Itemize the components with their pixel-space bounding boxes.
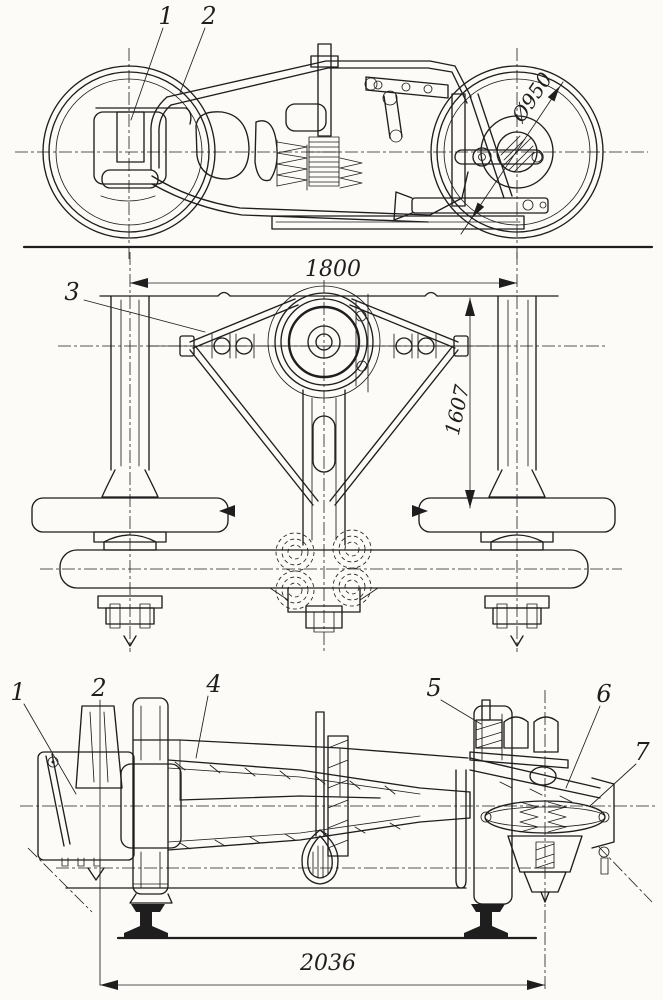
- callout-3-plan: 3: [64, 278, 79, 306]
- right-axlebox-plan: [484, 595, 550, 647]
- section-arrow-right: [412, 505, 428, 517]
- right-wheel-plan: [418, 469, 616, 551]
- callout-2-side: 2: [200, 2, 216, 30]
- spring-group: [276, 136, 363, 191]
- section-view: 1 2 4 5 6 7 2036: [10, 670, 655, 992]
- callout-2-leader: [179, 27, 206, 94]
- callout-4-section: 4: [205, 670, 221, 698]
- center-pivot: [267, 285, 381, 399]
- axlebox-section: [37, 705, 135, 881]
- side-elevation-view: Ø950: [15, 2, 654, 262]
- coil-spring: [276, 141, 308, 187]
- side-view-callouts: 1 2: [130, 2, 217, 121]
- kingpin-post: [310, 43, 339, 137]
- brake-rigging: [271, 76, 549, 230]
- spring-suspension-section: [469, 699, 615, 903]
- frame-top-edge: [99, 291, 559, 297]
- left-wheel-plan: [31, 469, 229, 551]
- frame-opening: [254, 120, 278, 182]
- callout-1-side: 1: [158, 2, 173, 30]
- section-view-callouts: 1 2 4 5 6 7: [10, 670, 650, 986]
- dimension-wheelbase: 1800: [129, 257, 518, 288]
- axle-section: [167, 759, 471, 851]
- pendulum-hanger: [301, 711, 349, 885]
- bogie-frame: [150, 60, 472, 223]
- callout-3-leader: [83, 299, 206, 333]
- pedestal-opening: [195, 111, 250, 180]
- plan-view: 1607: [31, 252, 622, 652]
- callout-5-section: 5: [426, 674, 441, 702]
- bolster-member: [269, 389, 379, 633]
- left-rail: [124, 904, 168, 938]
- axle-plan: [59, 549, 589, 589]
- dim-overall-width-label: 2036: [299, 951, 356, 976]
- tie-rods: [148, 333, 499, 359]
- left-frame-column: [110, 295, 150, 471]
- left-axlebox: [93, 107, 192, 202]
- rails: [116, 904, 538, 940]
- callout-6-section: 6: [596, 680, 611, 708]
- callout-7-section: 7: [634, 738, 650, 766]
- dimension-overall-width: 2036: [99, 951, 546, 990]
- callout-1-leader: [130, 27, 164, 121]
- left-axlebox-plan: [97, 595, 163, 647]
- right-frame-column: [497, 295, 537, 471]
- callout-1-section: 1: [10, 678, 25, 706]
- friction-damper: [308, 141, 340, 183]
- callout-2-section: 2: [90, 674, 106, 702]
- dim-wheelbase-label: 1800: [305, 257, 361, 282]
- frame-beam-section: [133, 739, 469, 801]
- left-wheel-section: [120, 697, 182, 904]
- dim-transverse-label: 1607: [440, 382, 474, 437]
- frame-window: [285, 103, 327, 132]
- spring-nests: [275, 529, 372, 610]
- coil-spring-2: [339, 157, 363, 189]
- right-wheel: [430, 65, 604, 239]
- section-arrow-left: [219, 505, 235, 517]
- pedestal-strap: [45, 753, 71, 847]
- left-wheel: [42, 65, 216, 239]
- adapter-wedge: [75, 705, 123, 789]
- right-rail: [464, 904, 508, 938]
- dimension-transverse: 1607: [440, 297, 475, 509]
